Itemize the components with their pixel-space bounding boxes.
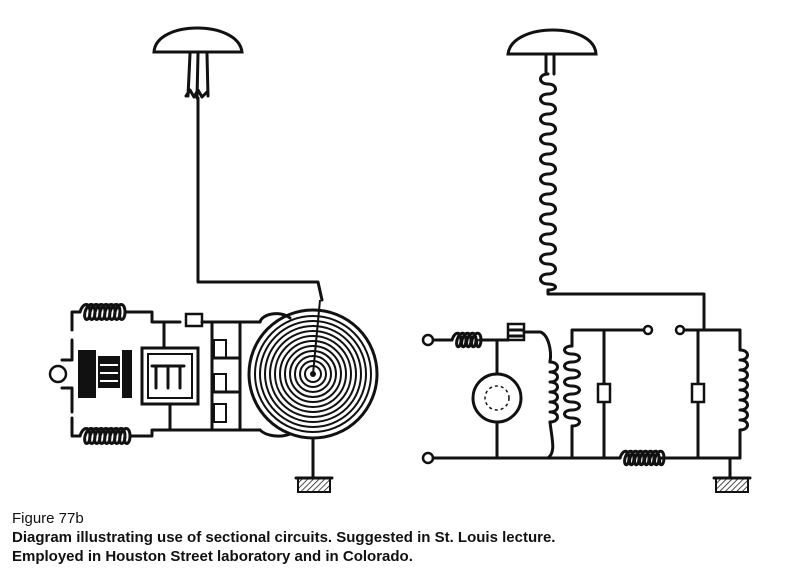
right-oscillation-transformer xyxy=(563,328,648,460)
left-condenser-box xyxy=(140,320,200,432)
right-antenna-terminal xyxy=(506,28,598,56)
right-secondary-coil xyxy=(738,328,749,460)
left-sectional-condensers xyxy=(210,320,242,432)
right-input-terminals xyxy=(421,331,582,465)
left-circuit xyxy=(48,26,379,493)
figure-number: Figure 77b xyxy=(12,510,84,527)
left-aerial-wire xyxy=(196,96,324,302)
flat-spiral-coil xyxy=(247,299,379,440)
right-sectional-condensers xyxy=(596,328,706,460)
right-switch-contacts xyxy=(642,324,742,336)
right-bottom-coil xyxy=(610,449,742,467)
figure-caption: Figure 77b Diagram illustrating use of s… xyxy=(12,510,792,566)
left-terminal-stem xyxy=(184,52,210,100)
right-circuit xyxy=(421,28,752,493)
right-helical-coil xyxy=(539,72,557,292)
left-spark-gap xyxy=(184,312,262,328)
caption-line-2: Employed in Houston Street laboratory an… xyxy=(12,548,413,565)
right-ground-plate xyxy=(712,476,752,493)
right-primary-coil xyxy=(538,330,559,460)
circuit-diagram xyxy=(48,26,752,493)
caption-line-1: Diagram illustrating use of sectional ci… xyxy=(12,529,556,546)
left-lower-choke-coil xyxy=(70,416,262,445)
left-ground-plate xyxy=(294,476,334,493)
left-antenna-terminal xyxy=(152,26,244,54)
right-rotary-break xyxy=(471,338,523,460)
left-upper-choke-coil xyxy=(70,303,182,332)
right-spark-gap xyxy=(506,322,542,342)
left-transformer xyxy=(48,338,132,414)
